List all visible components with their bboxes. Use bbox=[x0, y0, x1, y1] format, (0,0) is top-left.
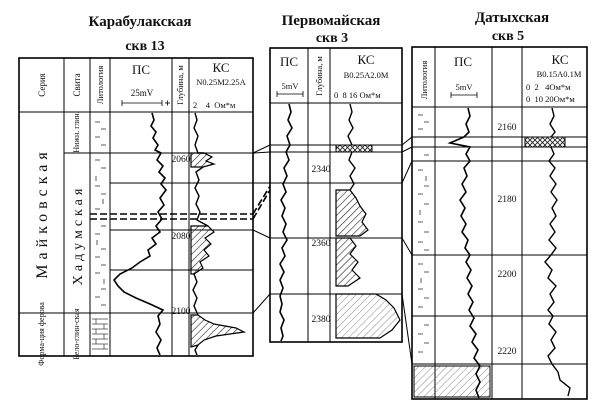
column-header-suite: Свита bbox=[72, 73, 82, 96]
well-pervomay: Первомайская скв 3 ПС 5mV Глубина, м КС … bbox=[269, 13, 403, 343]
ks-curve bbox=[347, 103, 356, 191]
lithology-pattern bbox=[418, 114, 429, 353]
well-frame bbox=[411, 46, 588, 400]
ks-fill-crosshatch bbox=[335, 144, 373, 153]
suite-label-beloglinskaya: Бело-глин-ская bbox=[72, 308, 81, 360]
well-name: Карабулакская bbox=[89, 14, 192, 30]
lithology-hatched-bed bbox=[413, 365, 491, 398]
column-header-depth: Глубина, м bbox=[175, 65, 185, 105]
ks-scale-label: 2 4 Ом*м bbox=[193, 100, 236, 110]
depth-tick-2380: 2380 bbox=[312, 315, 331, 325]
column-header-ps: ПС bbox=[280, 54, 298, 69]
depth-tick-2220: 2220 bbox=[498, 347, 517, 357]
ks-probe-label: B0.25A2.0M bbox=[344, 70, 389, 80]
ps-scale-arrow-icon bbox=[121, 100, 170, 106]
column-header-ps: ПС bbox=[132, 62, 150, 77]
column-dividers bbox=[63, 58, 190, 356]
ks-fill-lower bbox=[335, 237, 361, 287]
depth-tick-2060: 2060 bbox=[172, 155, 191, 165]
ks-probe-label: N0.25M2.25A bbox=[196, 77, 246, 87]
column-header-depth: Глубина, м bbox=[314, 56, 324, 96]
column-header-ks: КС bbox=[212, 60, 229, 75]
ks-fill-top bbox=[190, 152, 216, 168]
depth-tick-2360: 2360 bbox=[312, 239, 331, 249]
well-karabulak: Карабулакская скв 13 Серия Свита bbox=[18, 14, 254, 366]
column-header-lithology: Литология bbox=[95, 66, 105, 105]
well-frame bbox=[269, 47, 403, 343]
ks-curve bbox=[544, 107, 571, 397]
boundary-lines bbox=[19, 152, 253, 314]
series-label-maykop: Майковская bbox=[34, 147, 51, 278]
lithology-pattern bbox=[95, 121, 106, 306]
column-dividers bbox=[307, 48, 331, 342]
ks-fill-middle bbox=[190, 225, 215, 275]
well-datykh: Датыхская скв 5 Литология ПС 5mV КС B0.1… bbox=[411, 10, 588, 400]
ps-scale-label: 5mV bbox=[456, 82, 474, 92]
ps-scale-label: 5mV bbox=[282, 81, 300, 91]
ks-fill-middle bbox=[335, 189, 369, 237]
depth-tick-2200: 2200 bbox=[498, 270, 517, 280]
suite-label-khadum: Хадумская bbox=[71, 185, 86, 286]
series-label-formation: Форма-ция ферова bbox=[37, 302, 46, 366]
dashed-correlation-lines bbox=[252, 185, 271, 220]
column-header-ps: ПС bbox=[454, 54, 472, 69]
column-dividers bbox=[434, 47, 523, 399]
lithology-clay-block bbox=[92, 318, 108, 350]
well-number: скв 3 bbox=[316, 31, 348, 46]
depth-tick-2160: 2160 bbox=[498, 123, 517, 133]
column-header-ks: КС bbox=[357, 52, 374, 67]
correlation-lines bbox=[252, 136, 413, 365]
ks-probe-label: B0.15A0.1M bbox=[537, 69, 582, 79]
ps-scale-label: 25mV bbox=[131, 88, 154, 98]
ps-scale-arrow-icon bbox=[450, 92, 478, 98]
depth-tick-2100: 2100 bbox=[172, 307, 191, 317]
well-frame bbox=[18, 57, 254, 357]
ks-fill-bottom bbox=[335, 293, 401, 339]
depth-tick-2340: 2340 bbox=[312, 165, 331, 175]
ks-fill-bottom bbox=[190, 314, 246, 348]
ks-scale-label-2: 0 10 20Ом*м bbox=[526, 94, 575, 104]
depth-tick-2080: 2080 bbox=[172, 232, 191, 242]
dashed-boundary bbox=[90, 213, 253, 220]
well-number: скв 13 bbox=[125, 39, 164, 54]
ks-scale-label: 0 8 16 Ом*м bbox=[334, 90, 381, 100]
column-header-lithology: Литология bbox=[419, 61, 429, 100]
well-name: Первомайская bbox=[282, 13, 381, 29]
ks-fill-crosshatch bbox=[524, 136, 566, 148]
ps-scale-arrow-icon bbox=[276, 91, 304, 97]
ps-curve bbox=[279, 103, 293, 342]
ks-curve bbox=[192, 112, 209, 356]
ps-curve bbox=[112, 112, 168, 356]
depth-tick-2180: 2180 bbox=[498, 195, 517, 205]
well-number: скв 5 bbox=[492, 29, 524, 44]
column-header-series: Серия bbox=[37, 73, 47, 97]
boundary-lines bbox=[412, 136, 587, 365]
ps-curve bbox=[447, 107, 481, 399]
suite-label-lower-clay: Нижн. глин. bbox=[72, 111, 81, 152]
well-name: Датыхская bbox=[475, 10, 549, 26]
column-header-ks: КС bbox=[551, 52, 568, 67]
ks-scale-label-1: 0 2 4Ом*м bbox=[526, 82, 571, 92]
